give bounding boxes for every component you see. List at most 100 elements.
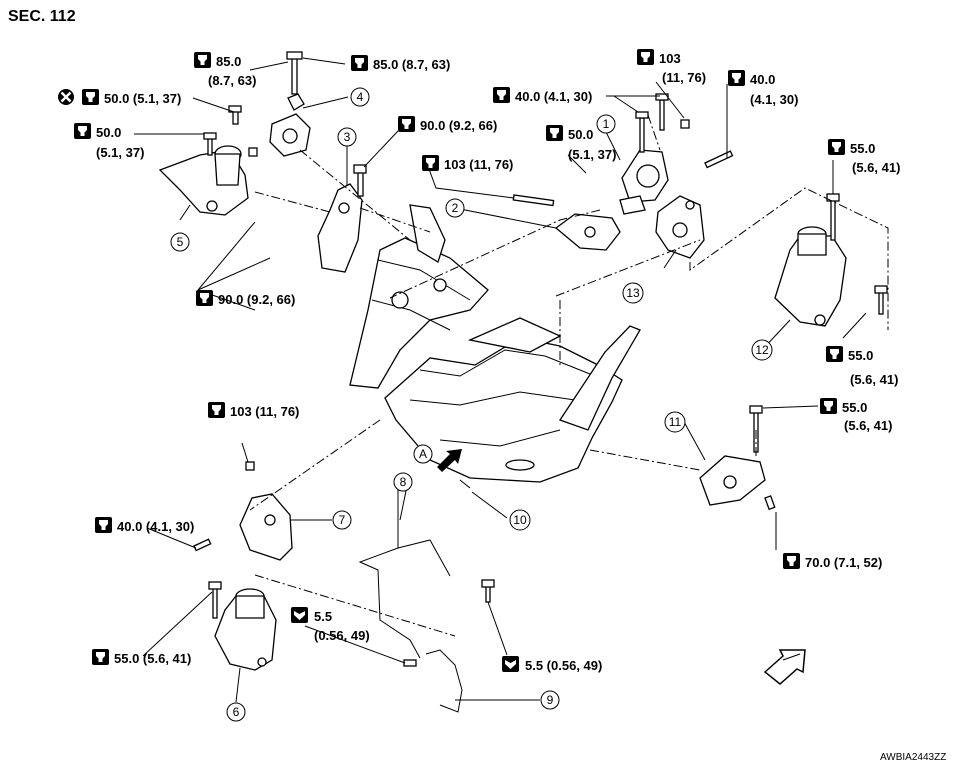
svg-text:9: 9 bbox=[547, 693, 554, 707]
assembly-lines bbox=[249, 114, 889, 701]
torque-wrench-icon bbox=[92, 649, 109, 665]
callout-6: 6 bbox=[226, 702, 246, 722]
svg-text:5: 5 bbox=[177, 235, 184, 249]
torque-wrench-icon bbox=[820, 398, 837, 414]
harness-10 bbox=[459, 479, 495, 603]
torque-label-55-a: 55.0 (5.6, 41) bbox=[828, 139, 900, 175]
svg-text:8: 8 bbox=[400, 475, 407, 489]
svg-text:6: 6 bbox=[233, 705, 240, 719]
engine-mount-bracket-7 bbox=[193, 461, 293, 561]
torque-wrench-icon bbox=[493, 87, 510, 103]
torque-label-50-b: 50.0 (5.1, 37) bbox=[74, 123, 144, 160]
svg-text:(5.6, 41): (5.6, 41) bbox=[852, 160, 900, 175]
torque-label-55-b: 55.0(5.6, 41) bbox=[826, 346, 898, 387]
svg-text:103 (11, 76): 103 (11, 76) bbox=[444, 157, 513, 172]
harness-8 bbox=[358, 478, 451, 667]
engine-mount-bracket-3 bbox=[317, 164, 367, 273]
torque-wrench-icon bbox=[208, 402, 225, 418]
svg-text:10: 10 bbox=[513, 513, 527, 527]
engine-mount-bracket-13 bbox=[655, 150, 734, 259]
torque-label-55-c: 55.0 (5.6, 41) bbox=[820, 398, 892, 433]
engine-mount-insulator-1 bbox=[619, 93, 690, 215]
svg-text:11: 11 bbox=[669, 415, 682, 429]
svg-text:70.0 (7.1, 52): 70.0 (7.1, 52) bbox=[805, 555, 882, 570]
torque-label-103-a: 103 (11, 76) bbox=[422, 155, 513, 172]
figure-code: AWBIA2443ZZ bbox=[880, 752, 946, 763]
torque-wrench-icon bbox=[398, 116, 415, 132]
torque-label-90-a: 90.0 (9.2, 66) bbox=[398, 116, 497, 133]
torque-wrench-icon bbox=[828, 139, 845, 155]
engine-mount-bracket-2 bbox=[512, 194, 621, 251]
torque-label-50-a: 50.0 (5.1, 37) bbox=[56, 87, 181, 107]
torque-wrench-icon bbox=[826, 346, 843, 362]
svg-text:1: 1 bbox=[603, 117, 610, 131]
svg-text:50.0: 50.0 bbox=[568, 127, 593, 142]
section-title: SEC. 112 bbox=[8, 8, 76, 25]
svg-text:4: 4 bbox=[357, 90, 364, 104]
svg-text:A: A bbox=[419, 447, 427, 461]
torque-wrench-icon bbox=[194, 52, 211, 68]
torque-filled-icon bbox=[291, 607, 308, 623]
callout-4: 4 bbox=[350, 87, 370, 107]
engine-mount-bracket-11 bbox=[699, 405, 776, 511]
harness-9 bbox=[425, 649, 463, 713]
callout-13: 13 bbox=[622, 282, 644, 304]
svg-text:13: 13 bbox=[626, 286, 640, 300]
engine-mount-insulator-12 bbox=[774, 193, 888, 327]
callout-12: 12 bbox=[751, 339, 773, 361]
svg-text:5.5 (0.56, 49): 5.5 (0.56, 49) bbox=[525, 658, 602, 673]
svg-text:(5.1, 37): (5.1, 37) bbox=[568, 147, 616, 162]
svg-text:90.0 (9.2, 66): 90.0 (9.2, 66) bbox=[420, 118, 497, 133]
torque-wrench-icon bbox=[351, 55, 368, 71]
torque-label-85-a: 85.0(8.7, 63) bbox=[194, 52, 256, 88]
torque-wrench-icon bbox=[95, 517, 112, 533]
svg-text:40.0: 40.0 bbox=[750, 72, 775, 87]
torque-label-85-b: 85.0 (8.7, 63) bbox=[351, 55, 450, 72]
engine-subframe bbox=[384, 317, 641, 483]
svg-text:2: 2 bbox=[452, 201, 459, 215]
svg-text:55.0 (5.6, 41): 55.0 (5.6, 41) bbox=[114, 651, 191, 666]
torque-filled-icon bbox=[502, 656, 519, 672]
svg-text:50.0: 50.0 bbox=[96, 125, 121, 140]
svg-text:(4.1, 30): (4.1, 30) bbox=[750, 92, 798, 107]
torque-label-5-5-a: 5.5(0.56, 49) bbox=[291, 607, 370, 643]
torque-wrench-icon bbox=[783, 553, 800, 569]
callout-11: 11 bbox=[664, 411, 686, 433]
torque-label-40-b: 40.0 (4.1, 30) bbox=[728, 70, 798, 107]
svg-text:55.0: 55.0 bbox=[842, 400, 867, 415]
svg-text:(5.1, 37): (5.1, 37) bbox=[96, 145, 144, 160]
callout-8: 8 bbox=[393, 472, 413, 492]
svg-text:(5.6, 41): (5.6, 41) bbox=[844, 418, 892, 433]
do-not-reuse-icon bbox=[56, 87, 76, 107]
torque-wrench-icon bbox=[546, 125, 563, 141]
front-arrow-icon bbox=[763, 649, 806, 685]
svg-text:40.0 (4.1, 30): 40.0 (4.1, 30) bbox=[515, 89, 592, 104]
callout-3: 3 bbox=[337, 127, 357, 147]
svg-text:(8.7, 63): (8.7, 63) bbox=[208, 73, 256, 88]
torque-wrench-icon bbox=[74, 123, 91, 139]
svg-text:7: 7 bbox=[339, 513, 346, 527]
engine-mount-bracket-4 bbox=[228, 51, 311, 157]
torque-wrench-icon bbox=[728, 70, 745, 86]
view-marker-a: A bbox=[413, 444, 462, 472]
svg-text:103: 103 bbox=[659, 51, 681, 66]
torque-wrench-icon bbox=[82, 89, 99, 105]
torque-label-50-c: 50.0 (5.1, 37) bbox=[546, 125, 616, 162]
torque-wrench-icon bbox=[637, 49, 654, 65]
callout-2: 2 bbox=[445, 198, 465, 218]
callout-5: 5 bbox=[170, 232, 190, 252]
svg-text:103 (11, 76): 103 (11, 76) bbox=[230, 404, 299, 419]
torque-label-40-a: 40.0 (4.1, 30) bbox=[493, 87, 592, 104]
torque-wrench-icon bbox=[422, 155, 439, 171]
torque-label-55-d: 55.0 (5.6, 41) bbox=[92, 649, 191, 666]
svg-text:55.0: 55.0 bbox=[850, 141, 875, 156]
svg-text:(0.56, 49): (0.56, 49) bbox=[314, 628, 370, 643]
torque-label-103-c: 103 (11, 76) bbox=[208, 402, 299, 419]
engine-mount-insulator-6 bbox=[208, 581, 277, 671]
svg-text:(11, 76): (11, 76) bbox=[662, 70, 706, 85]
callout-1: 1 bbox=[596, 114, 616, 134]
svg-text:55.0: 55.0 bbox=[848, 348, 873, 363]
svg-text:85.0 (8.7, 63): 85.0 (8.7, 63) bbox=[373, 57, 450, 72]
torque-wrench-icon bbox=[196, 290, 213, 306]
